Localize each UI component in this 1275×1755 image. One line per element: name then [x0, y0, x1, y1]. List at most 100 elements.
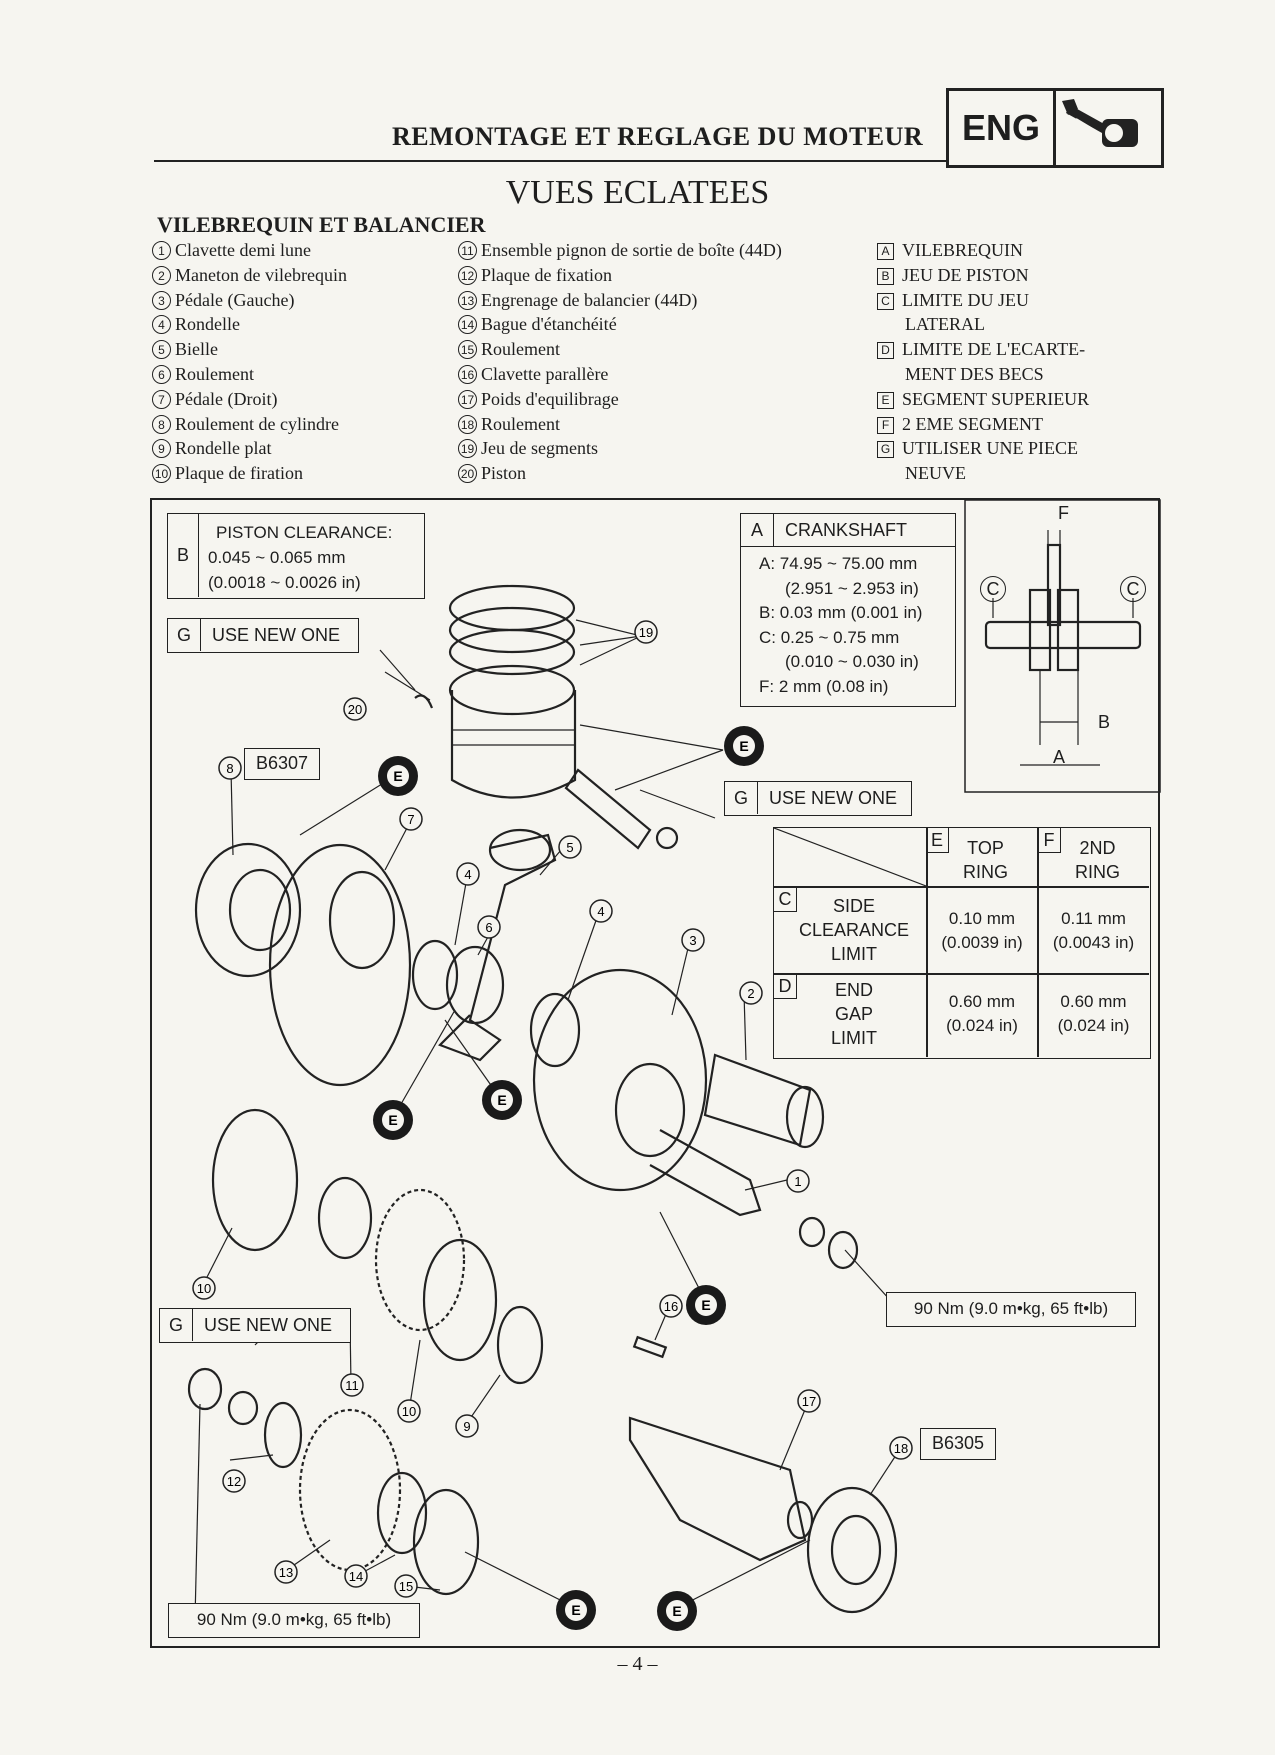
eng-badge: ENG [946, 88, 1164, 168]
callout-3: 3 [681, 928, 705, 952]
exploded-view-frame [150, 498, 1160, 1648]
svg-text:9: 9 [463, 1419, 470, 1434]
svg-text:E: E [701, 1297, 710, 1313]
note-item-cont: MENT DES BECS [905, 363, 1044, 384]
bearing-code-b6305: B6305 [920, 1428, 996, 1460]
use-new-label: G USE NEW ONE [167, 618, 359, 653]
svg-text:E: E [571, 1602, 580, 1618]
svg-text:8: 8 [226, 761, 233, 776]
oil-mark-group: E E E E E E E [373, 726, 764, 1631]
callout-16: 16 [659, 1294, 683, 1318]
callout-6: 6 [477, 915, 501, 939]
callout-4: 4 [456, 862, 480, 886]
callout-15: 15 [394, 1574, 418, 1598]
ring-spec-table: E TOP RING F 2ND RING C SIDE CLEARANCE L… [773, 827, 1151, 1059]
svg-text:E: E [739, 738, 748, 754]
svg-text:14: 14 [349, 1569, 363, 1584]
callout-1: 1 [786, 1169, 810, 1193]
svg-text:10: 10 [197, 1281, 211, 1296]
inset-label-c: C [1120, 576, 1146, 602]
inset-label-f: F [1058, 503, 1069, 523]
main-title: VUES ECLATEES [505, 174, 770, 211]
table-cell: 0.60 mm (0.024 in) [946, 992, 1018, 1035]
eng-badge-label: ENG [949, 91, 1056, 165]
svg-text:18: 18 [894, 1441, 908, 1456]
callout-7: 7 [399, 807, 423, 831]
row-header-end-gap: END GAP LIMIT [830, 980, 877, 1048]
oil-mark-e-icon: E [482, 1080, 522, 1120]
callout-11: 11 [340, 1373, 364, 1397]
oil-mark-e-icon: E [556, 1590, 596, 1630]
col-header-top-ring: TOP RING [963, 838, 1008, 882]
oil-mark-e-icon: E [378, 756, 418, 796]
oil-mark-e-icon: E [724, 726, 764, 766]
table-cell: 0.60 mm (0.024 in) [1057, 992, 1130, 1035]
svg-text:16: 16 [664, 1299, 678, 1314]
svg-text:2: 2 [747, 986, 754, 1001]
oil-mark-e-icon: E [657, 1591, 697, 1631]
page-number: – 4 – [617, 1653, 658, 1675]
callout-8: 8 [218, 756, 242, 780]
row-header-side-clearance: SIDE CLEARANCE LIMIT [798, 896, 910, 964]
svg-text:5: 5 [566, 840, 573, 855]
svg-text:6: 6 [485, 920, 492, 935]
callout-5: 5 [558, 835, 582, 859]
torque-label: 90 Nm (9.0 m•kg, 65 ft•lb) [886, 1292, 1136, 1327]
callout-9: 9 [455, 1414, 479, 1438]
svg-text:10: 10 [402, 1404, 416, 1419]
callout-18: 18 [889, 1436, 913, 1460]
callout-10: 10 [192, 1276, 216, 1300]
crankshaft-spec-box: A CRANKSHAFT A: 74.95 ~ 75.00 mm (2.951 … [740, 513, 956, 707]
crankshaft-spec-lines: A: 74.95 ~ 75.00 mm (2.951 ~ 2.953 in) B… [759, 554, 923, 696]
table-cell: 0.11 mm (0.0043 in) [1052, 909, 1135, 952]
svg-text:3: 3 [689, 933, 696, 948]
svg-text:4: 4 [464, 867, 471, 882]
section-subtitle: VILEBREQUIN ET BALANCIER [157, 212, 486, 237]
oil-mark-e-icon: E [373, 1100, 413, 1140]
piston-clearance-text: PISTON CLEARANCE: 0.045 ~ 0.065 mm (0.00… [208, 523, 393, 592]
callout-4: 4 [589, 899, 613, 923]
callout-19: 19 [634, 620, 658, 644]
svg-text:17: 17 [802, 1394, 816, 1409]
callout-20: 20 [343, 697, 367, 721]
svg-text:E: E [672, 1603, 681, 1619]
note-item-cont: NEUVE [905, 463, 966, 484]
inset-label-b: B [1098, 712, 1111, 732]
use-new-label: G USE NEW ONE [159, 1308, 351, 1343]
callout-10: 10 [397, 1399, 421, 1423]
svg-text:4: 4 [597, 904, 604, 919]
header-title: REMONTAGE ET REGLAGE DU MOTEUR [392, 122, 924, 151]
svg-text:7: 7 [407, 812, 414, 827]
svg-text:19: 19 [639, 625, 653, 640]
use-new-label: G USE NEW ONE [724, 781, 912, 816]
oil-mark-e-icon: E [686, 1285, 726, 1325]
header-rule [154, 160, 1156, 162]
svg-text:13: 13 [279, 1565, 293, 1580]
svg-text:12: 12 [227, 1474, 241, 1489]
callout-2: 2 [739, 981, 763, 1005]
svg-text:E: E [497, 1092, 506, 1108]
